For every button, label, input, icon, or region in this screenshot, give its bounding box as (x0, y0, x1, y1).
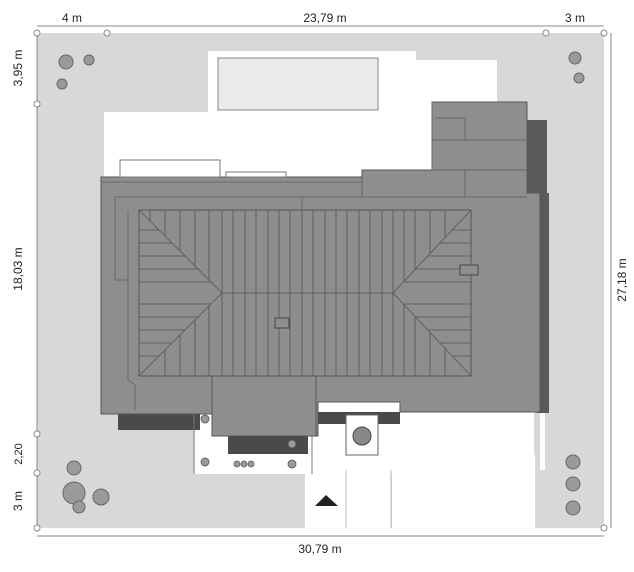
path-right (392, 455, 535, 528)
tree-icon (58, 54, 74, 70)
tree-icon (62, 481, 86, 505)
terrace-railing (119, 159, 221, 178)
top-strip (208, 51, 416, 60)
trees (56, 51, 585, 516)
entrance-shadow (228, 436, 308, 454)
dim-left-top: 3,95 m (11, 50, 25, 87)
tree-icon (568, 51, 582, 65)
terrace-step (225, 171, 287, 178)
tree-icon (83, 54, 95, 66)
house-shadow-bottom-left (118, 412, 200, 430)
driveway (305, 455, 391, 528)
tree-icon (352, 426, 372, 446)
hip-roof (138, 209, 479, 377)
dim-left-bottom: 3 m (11, 491, 25, 511)
pool (217, 57, 379, 111)
dim-bottom: 30,79 m (298, 542, 341, 556)
tree-icon (565, 500, 581, 516)
chimney-right (459, 264, 479, 276)
tree-icon (72, 500, 86, 514)
dimension-lines (33, 25, 612, 537)
dim-top-middle: 23,79 m (303, 11, 346, 25)
tree-icon (92, 488, 110, 506)
entrance-roof (211, 375, 317, 437)
dim-right: 27,18 m (615, 258, 629, 301)
tree-icon (66, 460, 82, 476)
roof-segment-upper (361, 102, 527, 198)
dim-left-small: 2,20 (13, 443, 25, 464)
tree-icon (573, 72, 585, 84)
house-shadow-top-right (527, 120, 547, 195)
tree-icon (565, 476, 581, 492)
dim-top-right: 3 m (565, 11, 585, 25)
dim-left-middle: 18,03 m (11, 247, 25, 290)
chimney-left (274, 317, 290, 329)
tree-icon (565, 454, 581, 470)
entrance-arrow-icon (315, 495, 338, 506)
tree-icon (56, 78, 68, 90)
dim-top-left: 4 m (62, 11, 82, 25)
shrubs-entrance (200, 414, 297, 469)
roof-eave-lines (101, 181, 362, 410)
